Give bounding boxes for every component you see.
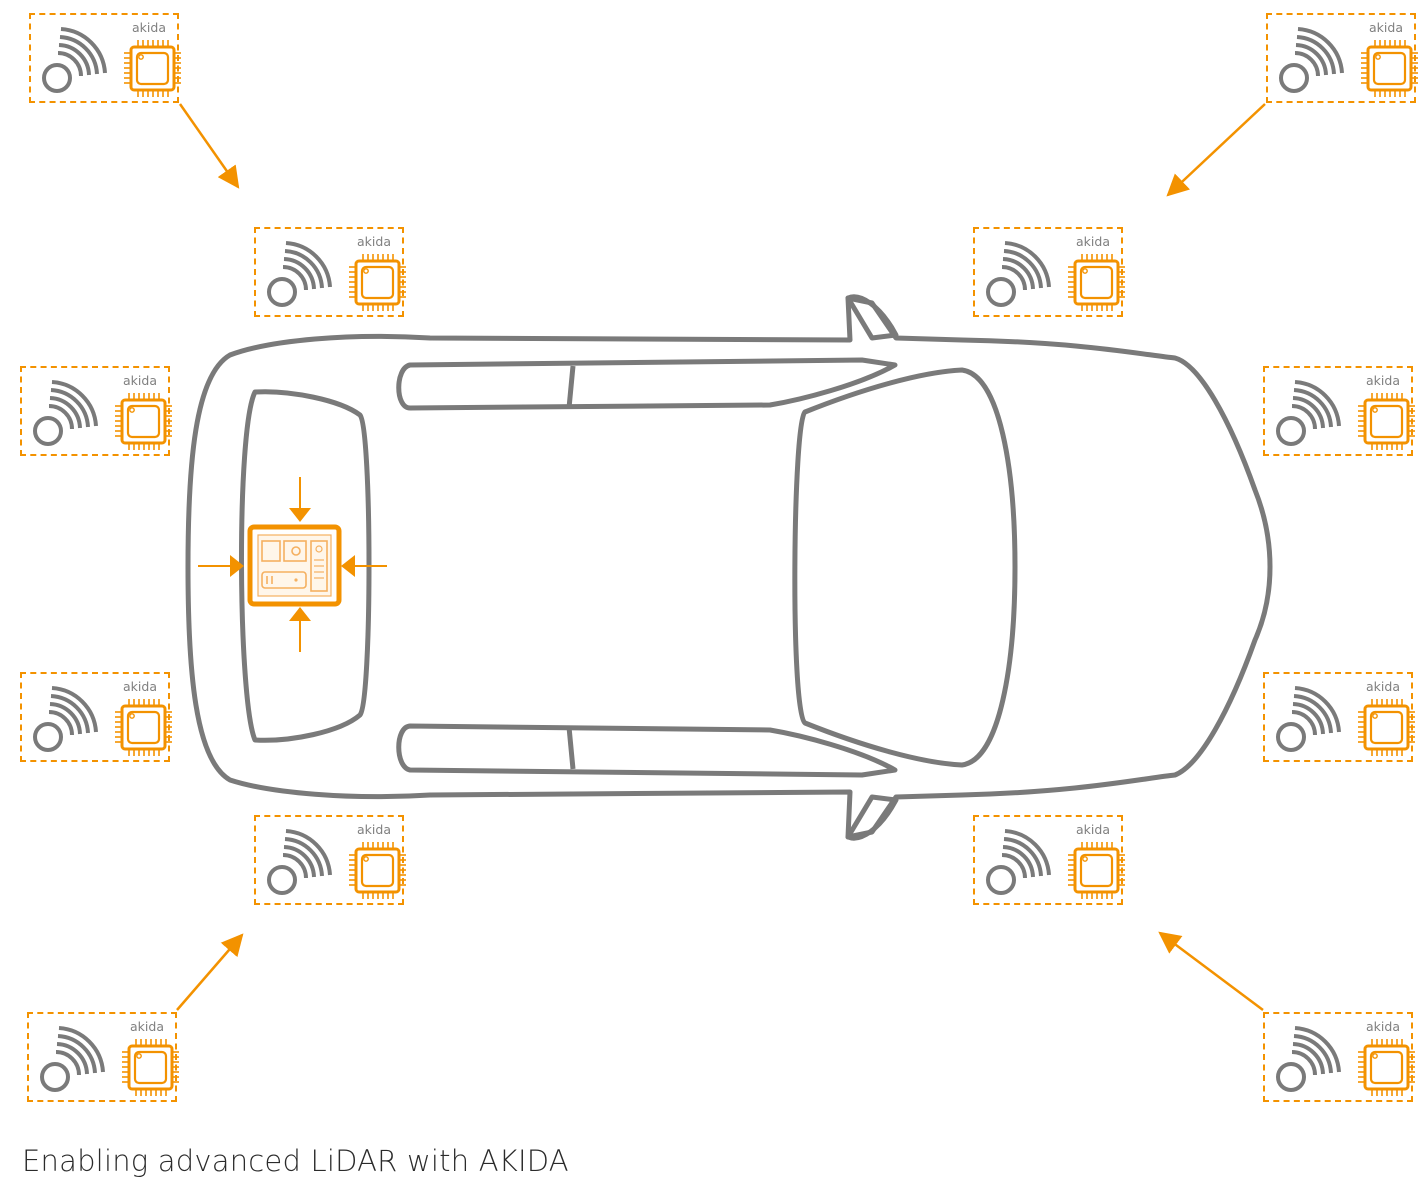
akida-chip-label: akida xyxy=(1369,20,1403,35)
module-graphics xyxy=(1279,27,1418,97)
module-graphics xyxy=(33,380,172,450)
module-graphics xyxy=(42,27,181,97)
lidar-signal-icon xyxy=(1276,686,1341,752)
akida-chip-label: akida xyxy=(357,822,391,837)
akida-chip-icon xyxy=(1361,40,1418,97)
akida-chip-label: akida xyxy=(1366,679,1400,694)
module-inner-bottom-right: akida xyxy=(973,815,1125,905)
akida-chip-icon xyxy=(122,1039,179,1096)
module-graphics xyxy=(1276,1026,1415,1096)
akida-chip-icon xyxy=(115,393,172,450)
lidar-signal-icon xyxy=(42,27,107,93)
module-inner-top-right: akida xyxy=(973,227,1125,317)
module-left-lower: akida xyxy=(20,672,172,762)
module-graphics xyxy=(1276,686,1415,756)
arrow-bottom-left xyxy=(176,933,244,1011)
akida-chip-label: akida xyxy=(357,234,391,249)
module-right-upper: akida xyxy=(1263,366,1415,456)
akida-chip-icon xyxy=(124,40,181,97)
lidar-signal-icon xyxy=(33,686,98,752)
akida-chip-icon xyxy=(349,254,406,311)
lidar-signal-icon xyxy=(33,380,98,446)
arrow-bottom-right xyxy=(1158,931,1264,1012)
lidar-signal-icon xyxy=(1276,1026,1341,1092)
module-graphics xyxy=(1276,380,1415,450)
akida-chip-icon xyxy=(1068,254,1125,311)
right-mirror xyxy=(845,794,899,841)
rear-window xyxy=(238,389,372,743)
akida-chip-label: akida xyxy=(123,373,157,388)
module-inner-top-left: akida xyxy=(254,227,406,317)
arrow-top-left xyxy=(178,103,240,189)
arrow-top-right xyxy=(1166,103,1266,197)
akida-chip-icon xyxy=(1358,393,1415,450)
module-outer-bottom-left: akida xyxy=(27,1012,179,1102)
akida-chip-label: akida xyxy=(1076,822,1110,837)
lidar-signal-icon xyxy=(986,241,1051,307)
akida-chip-icon xyxy=(1358,1039,1415,1096)
windshield xyxy=(792,367,1018,768)
bottom-side-window xyxy=(396,723,898,778)
module-graphics xyxy=(986,241,1125,311)
top-side-window xyxy=(396,357,898,411)
car-body-outline xyxy=(185,295,1273,840)
akida-chip-label: akida xyxy=(130,1019,164,1034)
akida-chip-icon xyxy=(349,842,406,899)
lidar-signal-icon xyxy=(986,829,1051,895)
module-graphics xyxy=(267,241,406,311)
module-outer-top-right: akida xyxy=(1266,13,1418,103)
module-outer-top-left: akida xyxy=(29,13,181,103)
lidar-signal-icon xyxy=(267,241,332,307)
akida-chip-icon xyxy=(115,699,172,756)
module-graphics xyxy=(267,829,406,899)
module-graphics xyxy=(986,829,1125,899)
central-processor-icon xyxy=(198,477,387,652)
module-right-lower: akida xyxy=(1263,672,1415,762)
akida-chip-label: akida xyxy=(1076,234,1110,249)
left-mirror xyxy=(845,294,899,341)
module-graphics xyxy=(33,686,172,756)
lidar-signal-icon xyxy=(267,829,332,895)
akida-chip-label: akida xyxy=(132,20,166,35)
lidar-signal-icon xyxy=(1276,380,1341,446)
top-window-pillar xyxy=(566,365,576,409)
module-graphics xyxy=(40,1026,179,1096)
akida-chip-icon xyxy=(1358,699,1415,756)
akida-chip-icon xyxy=(1068,842,1125,899)
bottom-window-pillar xyxy=(566,726,576,770)
akida-chip-label: akida xyxy=(123,679,157,694)
module-inner-bottom-left: akida xyxy=(254,815,406,905)
akida-chip-label: akida xyxy=(1366,373,1400,388)
module-outer-bottom-right: akida xyxy=(1263,1012,1415,1102)
diagram-caption: Enabling advanced LiDAR with AKIDA xyxy=(22,1144,569,1178)
akida-chip-label: akida xyxy=(1366,1019,1400,1034)
lidar-signal-icon xyxy=(40,1026,105,1092)
module-left-upper: akida xyxy=(20,366,172,456)
lidar-signal-icon xyxy=(1279,27,1344,93)
